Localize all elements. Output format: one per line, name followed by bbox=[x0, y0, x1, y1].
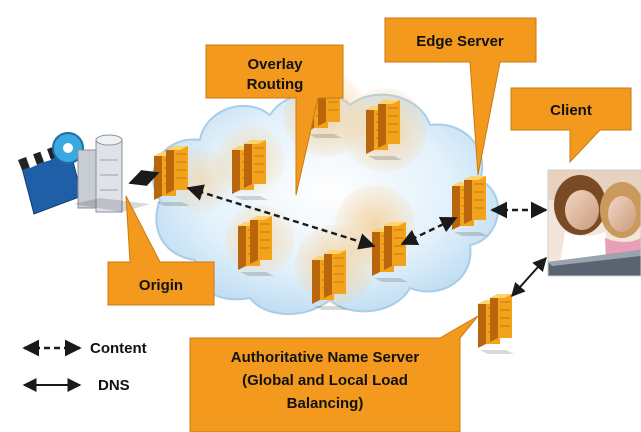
content-arrows bbox=[128, 170, 548, 250]
legend: Content DNS bbox=[22, 339, 147, 394]
authoritative-label-line3: Balancing) bbox=[287, 395, 364, 412]
authoritative-server-rack-icon bbox=[478, 294, 514, 354]
legend-dns-label: DNS bbox=[98, 377, 130, 394]
callout-edge-server: Edge Server bbox=[384, 17, 537, 176]
edge-server-label: Edge Server bbox=[416, 33, 504, 50]
origin-server-icon bbox=[18, 132, 150, 215]
legend-content-label: Content bbox=[90, 340, 147, 357]
authoritative-label-line2: (Global and Local Load bbox=[242, 372, 408, 389]
content-arrow-origin bbox=[128, 170, 160, 186]
origin-label: Origin bbox=[139, 277, 183, 294]
content-arrow-overlay bbox=[186, 184, 376, 250]
overlay-routing-label-line2: Routing bbox=[247, 76, 304, 93]
callout-authoritative-name-server: Authoritative Name Server (Global and Lo… bbox=[189, 315, 479, 432]
callout-overlay-routing: Overlay Routing bbox=[205, 44, 344, 196]
dns-arrows bbox=[511, 256, 547, 298]
dns-arrow-client bbox=[511, 256, 547, 298]
client-photo bbox=[547, 169, 641, 277]
callout-client: Client bbox=[510, 87, 632, 164]
overlay-routing-label-line1: Overlay bbox=[247, 56, 303, 73]
callout-origin: Origin bbox=[107, 195, 215, 306]
authoritative-label-line1: Authoritative Name Server bbox=[231, 349, 420, 366]
client-label: Client bbox=[550, 102, 592, 119]
